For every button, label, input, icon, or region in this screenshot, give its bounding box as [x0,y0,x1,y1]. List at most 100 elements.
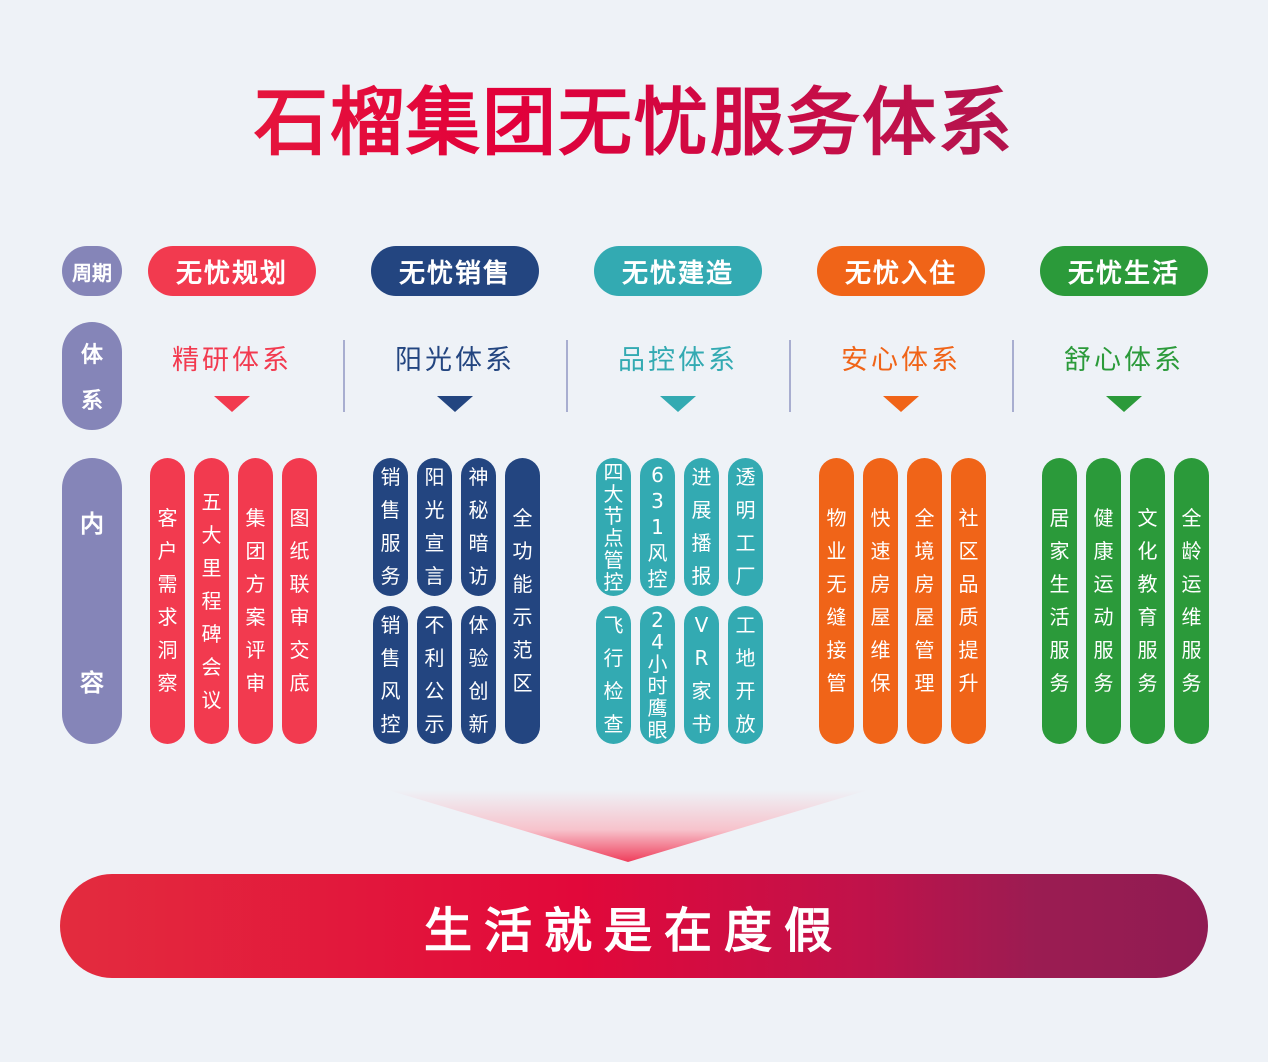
item-bar: 体验创新 [461,606,496,744]
item-char: 服 [1137,638,1158,662]
item-char: 运 [1093,572,1114,596]
item-bar: 销售风控 [373,606,408,744]
item-char: 全 [914,506,935,530]
item-bar: 集团方案评审 [238,458,273,744]
item-char: 报 [691,564,712,588]
item-char: 速 [870,539,891,563]
item-char: 书 [691,712,712,736]
period-pill-sales: 无忧销售 [371,246,539,296]
item-char: 光 [424,498,445,522]
item-char: 2 [651,608,664,632]
item-bar: 全龄运维服务 [1174,458,1209,744]
down-triangle-icon [437,396,473,412]
item-char: 范 [512,638,533,662]
slogan-banner: 生活就是在度假 [60,874,1208,978]
items-planning: 客户需求洞察 五大里程碑会议 集团方案评审 图纸联审交底 [148,458,317,744]
item-char: 不 [424,613,445,637]
item-char: 风 [380,679,401,703]
item-char: 厂 [735,564,756,588]
item-char: 居 [1049,506,1070,530]
funnel-arrow-icon [388,790,868,862]
item-char: 阳 [424,465,445,489]
item-char: 程 [201,588,222,613]
item-bar: 进展播报 [684,458,719,596]
item-bar: 阳光宣言 [417,458,452,596]
item-char: 业 [826,539,847,563]
items-sales: 销售服务 阳光宣言 神秘暗访 销售风控 不利公示 体验创新 全功能示范区 [371,458,540,744]
item-char: 方 [245,572,266,596]
down-triangle-icon [660,396,696,412]
item-bar: 四大节点管控 [596,458,631,596]
item-bar: 图纸联审交底 [282,458,317,744]
items-moving-in: 物业无缝接管 快速房屋维保 全境房屋管理 社区品质提升 [817,458,986,744]
column-divider [789,340,791,412]
item-char: 无 [826,572,847,596]
column-divider [343,340,345,412]
item-char: 验 [468,646,489,670]
item-char: 房 [870,572,891,596]
item-char: 控 [647,567,668,591]
down-triangle-icon [214,396,250,412]
item-char: 服 [380,531,401,555]
system-name-construction: 品控体系 [618,345,738,376]
item-char: 示 [424,712,445,736]
item-char: 销 [380,465,401,489]
item-char: 接 [826,638,847,662]
row-label-system-char: 体 [80,343,103,368]
item-bar: 全功能示范区 [505,458,540,744]
item-char: 工 [735,531,756,555]
down-triangle-icon [883,396,919,412]
item-bar: 飞行检查 [596,606,631,744]
item-char: R [694,646,709,670]
item-char: 图 [289,506,310,530]
item-char: 务 [1181,671,1202,695]
row-label-content: 内 容 [62,458,122,744]
item-char: 大 [603,482,624,506]
item-bar: 文化教育服务 [1130,458,1165,744]
item-char: 需 [157,572,178,596]
item-bar: 客户需求洞察 [150,458,185,744]
system-name-living: 舒心体系 [1064,345,1184,376]
item-char: 开 [735,679,756,703]
item-char: 行 [603,646,624,670]
items-living: 居家生活服务 健康运动服务 文化教育服务 全龄运维服务 [1040,458,1209,744]
item-bar: 神秘暗访 [461,458,496,596]
item-char: 户 [157,539,178,563]
item-char: 四 [603,460,624,484]
item-char: 销 [380,613,401,637]
item-char: 升 [958,671,979,695]
item-char: 眼 [647,718,668,742]
item-char: 龄 [1181,539,1202,563]
column-sales: 无忧销售 阳光体系 销售服务 阳光宣言 神秘暗访 销售风控 不利公示 体验创新 … [371,246,540,744]
item-char: 创 [468,679,489,703]
item-char: 进 [691,465,712,489]
item-bar: 快速房屋维保 [863,458,898,744]
item-char: 宣 [424,531,445,555]
item-char: 活 [1049,605,1070,629]
item-char: 秘 [468,498,489,522]
item-char: 团 [245,539,266,563]
item-bar: 不利公示 [417,606,452,744]
item-char: 检 [603,679,624,703]
item-char: 提 [958,638,979,662]
item-char: 工 [735,613,756,637]
item-char: 联 [289,572,310,596]
item-char: V [694,613,709,637]
item-bar: 透明工厂 [728,458,763,596]
item-char: 体 [468,613,489,637]
item-char: 保 [870,671,891,695]
item-char: 全 [512,506,533,530]
item-char: 审 [245,671,266,695]
item-char: 功 [512,539,533,563]
item-char: 房 [914,572,935,596]
item-char: 评 [245,638,266,662]
item-char: 生 [1049,572,1070,596]
item-char: 维 [1181,605,1202,629]
item-char: 鹰 [647,696,668,720]
item-char: 五 [201,489,222,514]
item-bar: 健康运动服务 [1086,458,1121,744]
item-char: 里 [201,555,222,580]
item-char: 售 [380,646,401,670]
